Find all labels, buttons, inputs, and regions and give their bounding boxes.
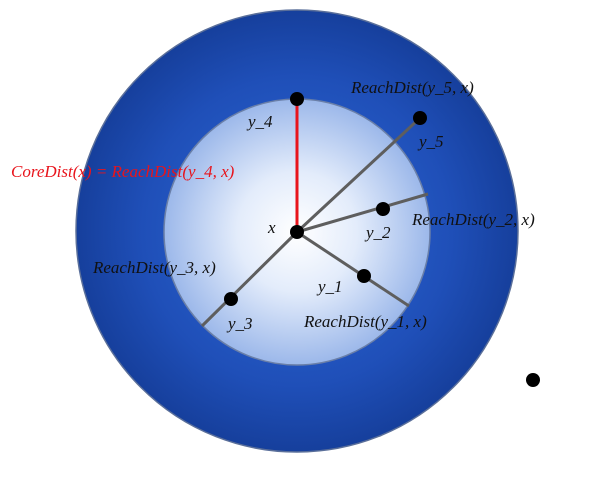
core-distance-label: CoreDist(x) = ReachDist(y_4, x) — [11, 162, 235, 181]
label-y1: y_1 — [316, 277, 343, 296]
reach-line-y2 — [296, 192, 429, 234]
label-y5: y_5 — [417, 132, 444, 151]
point-outlier — [526, 373, 540, 387]
point-y1 — [357, 269, 371, 283]
point-y5 — [413, 111, 427, 125]
edge-label-y5: ReachDist(y_5, x) — [350, 78, 474, 97]
edge-label-y3: ReachDist(y_3, x) — [92, 258, 216, 277]
point-x — [290, 225, 304, 239]
reach-line-y5 — [295, 116, 422, 234]
point-y3 — [224, 292, 238, 306]
label-x: x — [267, 218, 276, 237]
point-y4 — [290, 92, 304, 106]
point-y2 — [376, 202, 390, 216]
label-y2: y_2 — [364, 223, 391, 242]
edge-label-y1: ReachDist(y_1, x) — [303, 312, 427, 331]
label-y4: y_4 — [246, 112, 273, 131]
edge-label-y2: ReachDist(y_2, x) — [411, 210, 535, 229]
reach-line-y1 — [296, 230, 410, 308]
reach-line-y3 — [200, 230, 299, 328]
label-y3: y_3 — [226, 314, 253, 333]
